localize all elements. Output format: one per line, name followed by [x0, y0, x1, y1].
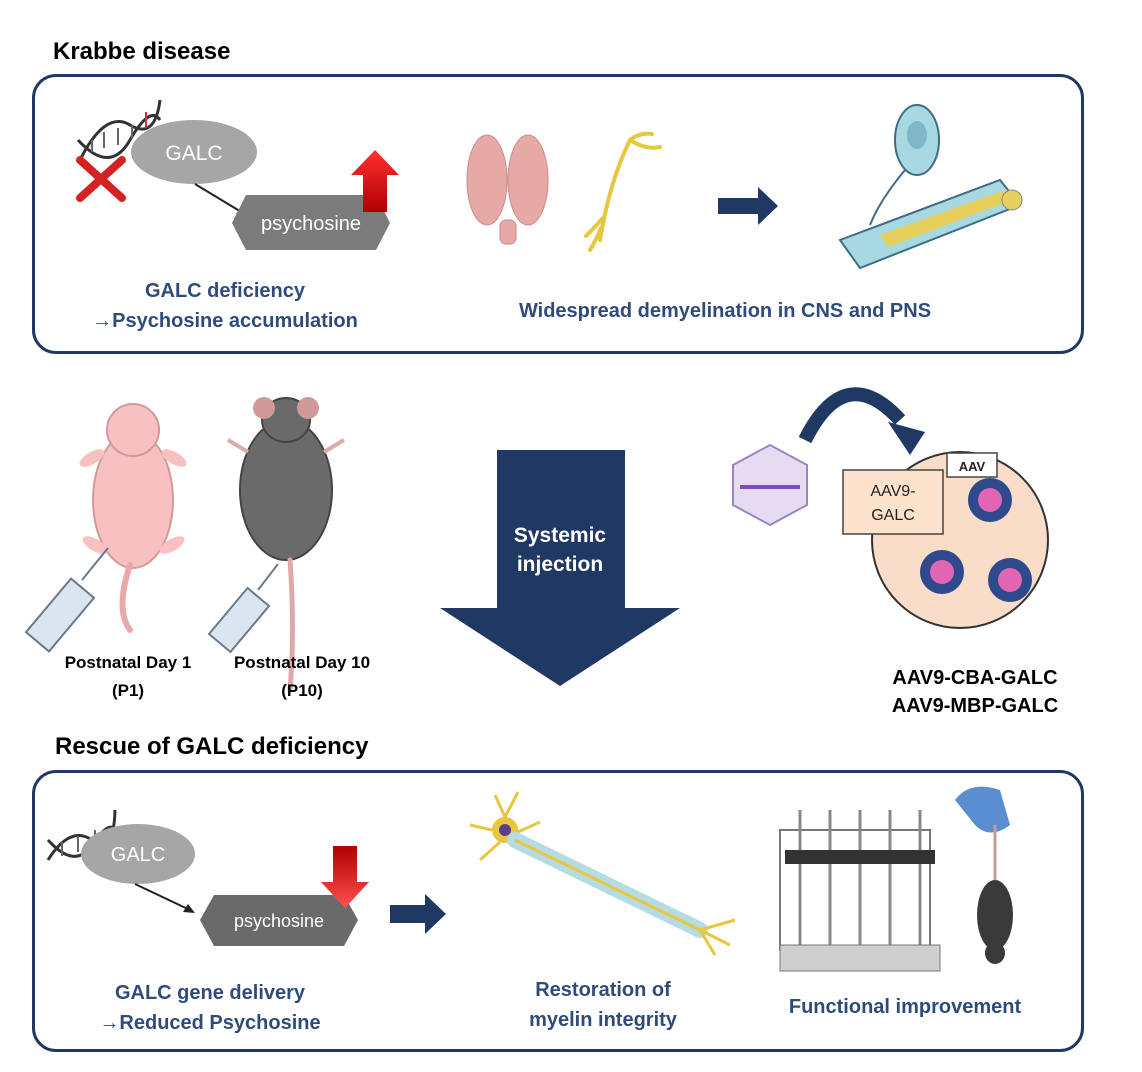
psychosine-hexagon — [232, 195, 390, 250]
systemic-line2: injection — [517, 553, 603, 576]
demyelination-caption: Widespread demyelination in CNS and PNS — [518, 300, 932, 322]
aav-tag-label: AAV — [959, 459, 986, 474]
aav9-galc-line1: AAV9- — [870, 483, 915, 500]
construct-cba: AAV9-CBA-GALC — [892, 667, 1058, 689]
p10-mouse-icon — [226, 397, 346, 693]
krabbe-panel — [32, 74, 1084, 354]
rescue-caption-line2: →Reduced Psychosine — [99, 1012, 321, 1034]
galc-label: GALC — [165, 142, 222, 165]
construct-mbp: AAV9-MBP-GALC — [891, 695, 1059, 717]
myelin-caption-line2: myelin integrity — [529, 1009, 677, 1031]
progress-arrow-icon — [718, 187, 778, 225]
krabbe-illustrations: GALC psychosine — [76, 99, 1023, 270]
syringe-icon-2 — [207, 563, 279, 654]
rescue-illustrations: GALC psychosine — [46, 786, 1013, 972]
p1-label-line2: (P1) — [111, 681, 145, 700]
psychosine-hexagon-2 — [200, 895, 358, 946]
systemic-line1: Systemic — [514, 524, 607, 547]
increase-arrow-icon — [351, 150, 399, 212]
rescue-title: Rescue of GALC deficiency — [55, 733, 369, 760]
cross-icon — [76, 156, 126, 202]
curved-arrow-icon — [798, 387, 906, 444]
psychosine-label: psychosine — [261, 213, 361, 235]
hanging-mouse-icon — [955, 786, 1013, 964]
progress-arrow-icon-2 — [390, 894, 446, 934]
krabbe-title: Krabbe disease — [53, 38, 231, 65]
dna-icon — [76, 99, 162, 161]
galc-ellipse — [131, 120, 257, 184]
syringe-icon — [24, 547, 109, 653]
receptor-particles — [920, 478, 1032, 602]
galc-label-2: GALC — [111, 844, 165, 866]
myelin-caption-line1: Restoration of — [535, 979, 671, 1001]
myelin-sheath-icon — [838, 104, 1023, 270]
p10-label-line2: (P10) — [281, 681, 323, 700]
rescue-panel — [32, 770, 1084, 1052]
nerve-icon — [584, 131, 662, 252]
psychosine-label-2: psychosine — [234, 911, 324, 931]
rotarod-icon — [779, 810, 941, 972]
aav-capsid-icon — [732, 443, 808, 527]
injection-illustrations: AAV AAV9- GALC Systemic injection — [24, 387, 1049, 693]
brain-icon — [466, 134, 549, 245]
aav-tag-box — [946, 452, 998, 478]
neuron-icon — [469, 791, 736, 956]
rescue-caption-line1: GALC gene delivery — [114, 982, 306, 1004]
systemic-injection-arrow — [440, 450, 680, 686]
p1-mouse-icon — [79, 403, 187, 633]
decrease-arrow-icon — [321, 846, 369, 908]
functional-caption: Functional improvement — [788, 996, 1022, 1018]
krabbe-caption-line1: GALC deficiency — [144, 280, 306, 302]
p1-label-line1: Postnatal Day 1 — [64, 653, 192, 672]
galc-ellipse-2 — [81, 824, 195, 884]
aav9-galc-line2: GALC — [871, 507, 915, 524]
krabbe-caption-line2: →Psychosine accumulation — [92, 310, 358, 332]
aav9-galc-box — [842, 469, 944, 535]
p10-label-line1: Postnatal Day 10 — [233, 653, 371, 672]
